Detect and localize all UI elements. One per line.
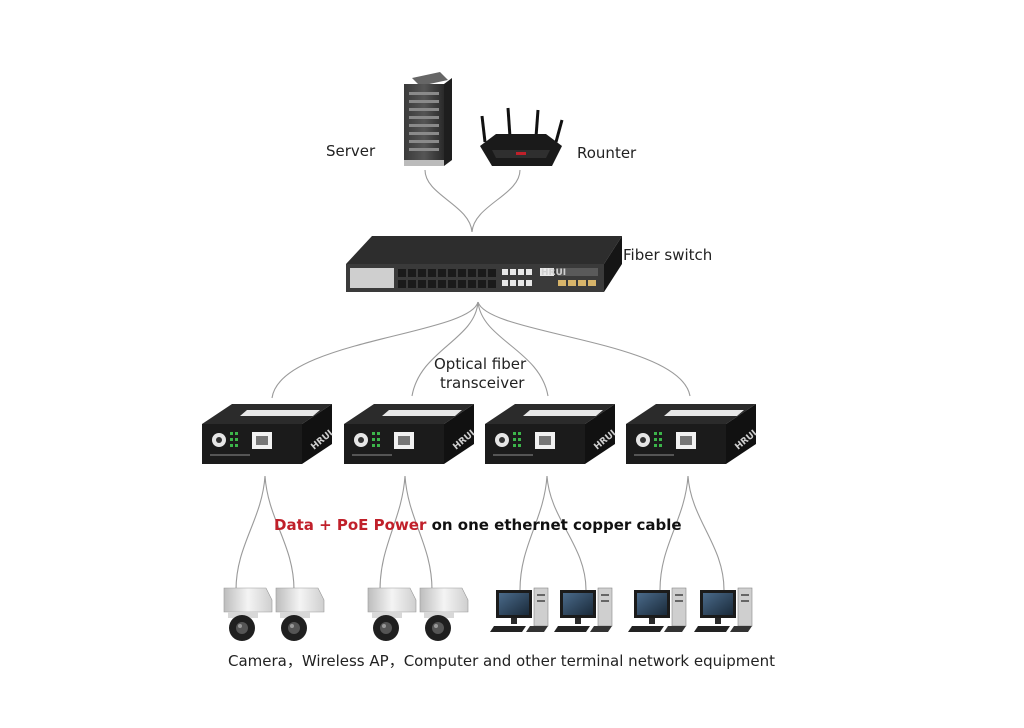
- device-wire-4a: [659, 475, 689, 591]
- computer-icon: [489, 587, 549, 633]
- switch-wire-1: [271, 301, 479, 399]
- switch-brand: HRUI: [541, 268, 566, 278]
- transceiver-icon-4: HRUI: [626, 404, 759, 464]
- computer-icon: [627, 587, 687, 633]
- device-wire-2b: [404, 475, 433, 591]
- transceiver-label-line2: transceiver: [440, 374, 525, 392]
- camera-icon: [275, 587, 325, 642]
- headline-rest: on one ethernet copper cable: [426, 516, 681, 534]
- transceiver-label-line1: Optical fiber: [434, 355, 527, 373]
- computer-icon: [693, 587, 753, 633]
- router-wire: [471, 169, 521, 233]
- device-wire-4b: [687, 475, 725, 591]
- device-wire-1a: [235, 475, 266, 591]
- switch-label: Fiber switch: [623, 246, 712, 264]
- camera-icon: [367, 587, 417, 642]
- transceiver-icon-1: HRUI: [202, 404, 335, 464]
- device-wire-3a: [519, 475, 548, 591]
- transceiver-icon-2: HRUI: [344, 404, 477, 464]
- server-wire: [424, 169, 473, 233]
- fiber-switch-icon: HRUI: [346, 236, 622, 292]
- switch-wire-3: [477, 301, 549, 397]
- switch-wire-4: [477, 301, 691, 397]
- server-label: Server: [326, 142, 376, 160]
- headline: Data + PoE Power on one ethernet copper …: [274, 516, 682, 534]
- device-wire-2a: [379, 475, 406, 591]
- footer-label: Camera，Wireless AP，Computer and other te…: [228, 652, 775, 670]
- router-label: Rounter: [577, 144, 637, 162]
- transceiver-icon-3: HRUI: [485, 404, 618, 464]
- router-icon: [480, 107, 564, 166]
- camera-icon: [223, 587, 273, 642]
- computer-icon: [553, 587, 613, 633]
- server-icon: [404, 72, 452, 166]
- headline-highlight: Data + PoE Power: [274, 516, 427, 534]
- device-wire-1b: [264, 475, 295, 591]
- camera-icon: [419, 587, 469, 642]
- switch-wire-2: [411, 301, 479, 397]
- device-wire-3b: [546, 475, 587, 591]
